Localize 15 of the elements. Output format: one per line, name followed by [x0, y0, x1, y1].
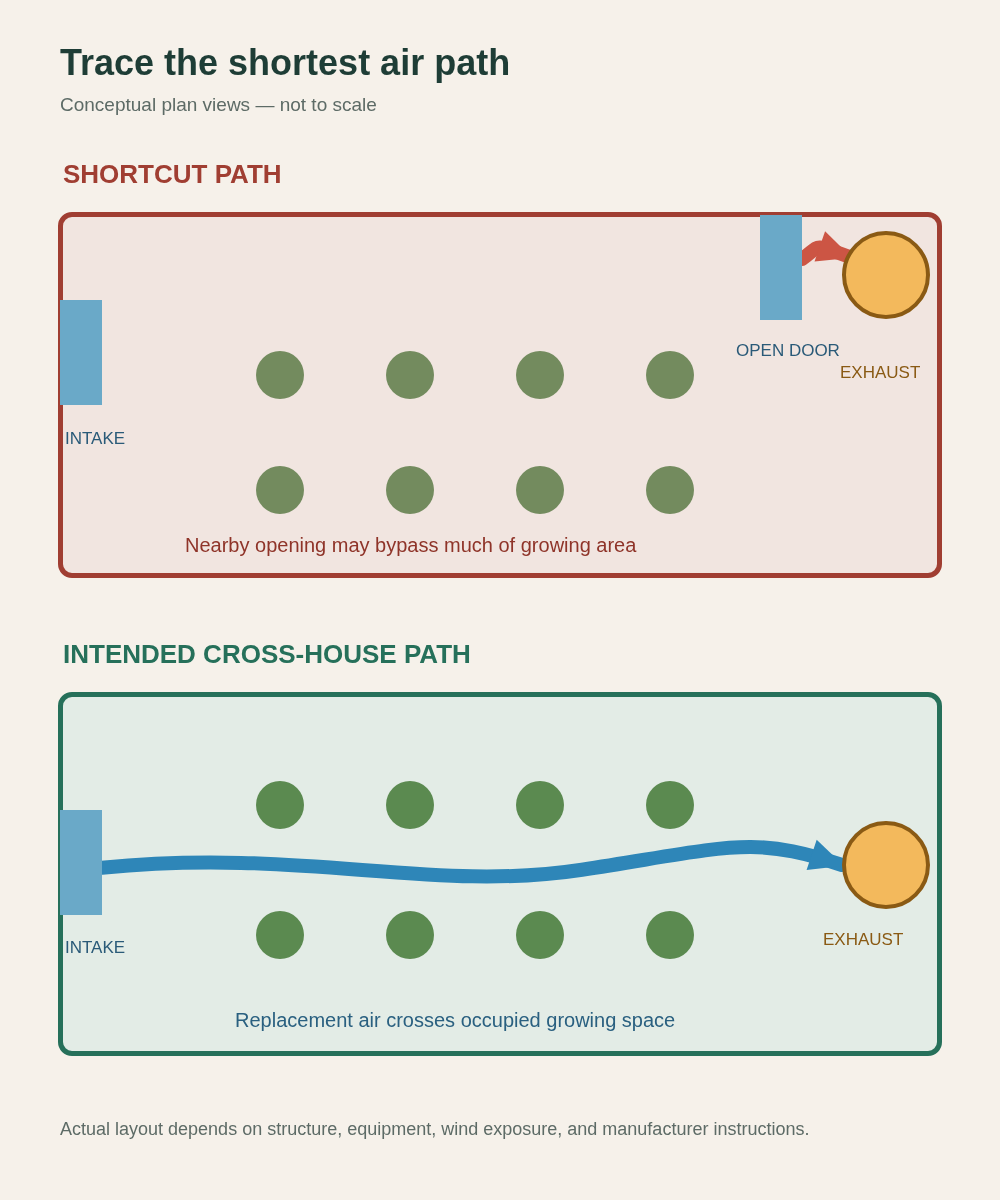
section-heading: INTENDED CROSS-HOUSE PATH: [63, 638, 471, 671]
note-text: Replacement air crosses occupied growing space: [235, 1008, 676, 1033]
section-heading: SHORTCUT PATH: [63, 158, 282, 191]
component-label: EXHAUST: [823, 929, 904, 951]
vent-bar: [760, 215, 802, 320]
vent-bar: [60, 300, 102, 405]
component-label: INTAKE: [65, 937, 126, 959]
subtitle: Conceptual plan views — not to scale: [60, 93, 377, 117]
component-label: INTAKE: [65, 428, 126, 450]
component-label: OPEN DOOR: [736, 340, 840, 362]
title: Trace the shortest air path: [60, 41, 511, 85]
vent-bar: [60, 810, 102, 915]
note-text: Nearby opening may bypass much of growing area: [185, 533, 637, 558]
footnote: Actual layout depends on structure, equipment, wind exposure, and manufacturer instructions.: [60, 1118, 810, 1141]
component-label: EXHAUST: [840, 362, 921, 384]
